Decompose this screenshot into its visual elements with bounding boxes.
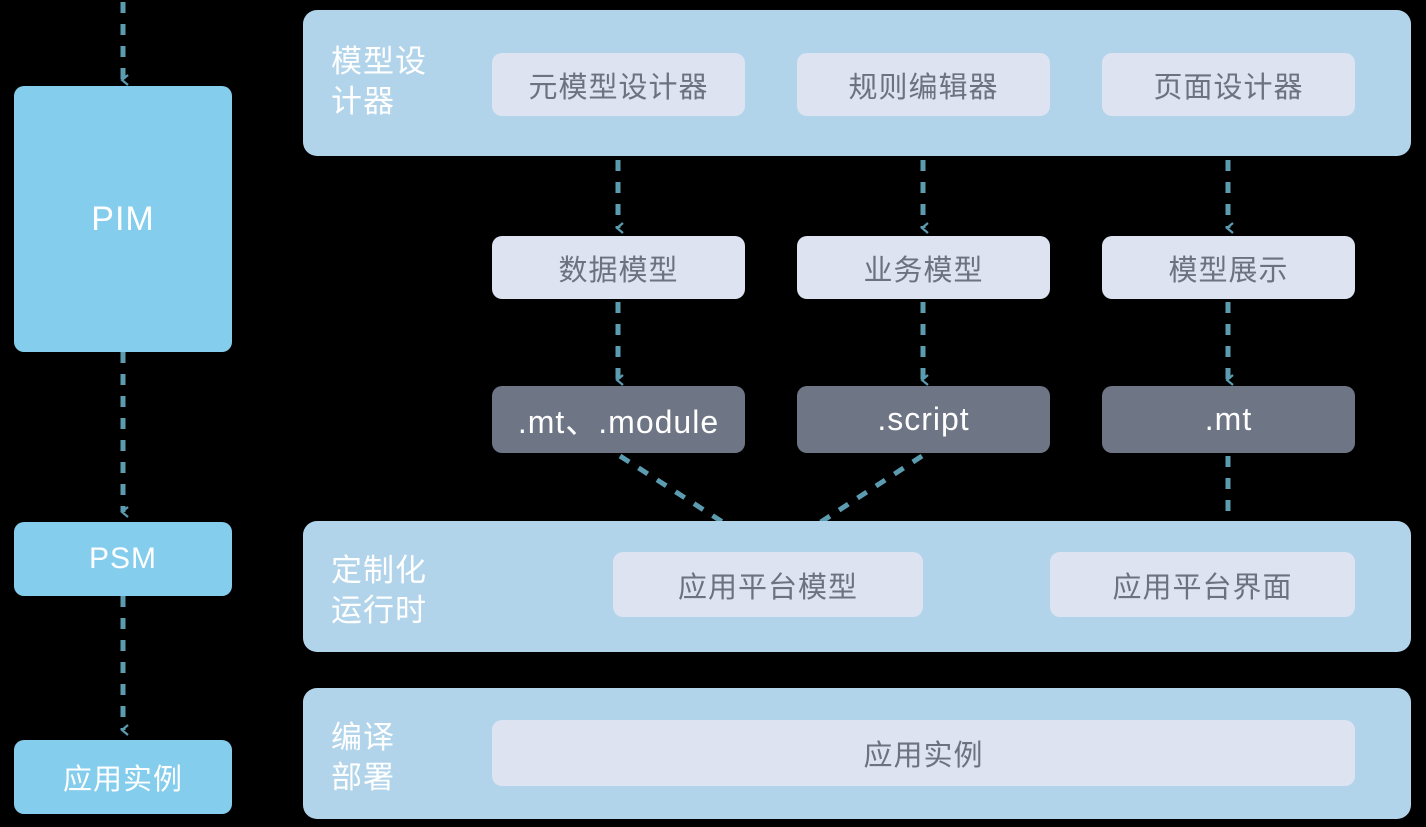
chip-model-display[interactable]: 模型展示 [1102, 236, 1355, 299]
chip-artifact-script-label: .script [877, 401, 970, 437]
chip-data-model-label: 数据模型 [558, 254, 679, 287]
chip-platform-ui-label: 应用平台界面 [1112, 571, 1293, 604]
band-model-designer-label: 模型设 计器 [331, 44, 427, 119]
chip-app-instance-deploy[interactable]: 应用实例 [492, 720, 1355, 786]
chip-data-model[interactable]: 数据模型 [492, 236, 745, 299]
pillar-psm[interactable]: PSM [14, 522, 232, 596]
chip-rule-editor[interactable]: 规则编辑器 [797, 53, 1050, 116]
chip-metamodel-designer[interactable]: 元模型设计器 [492, 53, 745, 116]
pillar-app-instance[interactable]: 应用实例 [14, 740, 232, 814]
chip-platform-ui[interactable]: 应用平台界面 [1050, 552, 1355, 617]
pillar-psm-label: PSM [88, 542, 157, 575]
band-custom-runtime-label: 定制化 运行时 [331, 553, 427, 628]
chip-platform-model[interactable]: 应用平台模型 [613, 552, 923, 617]
pillar-pim[interactable]: PIM [14, 86, 232, 352]
chip-artifact-mt-label: .mt [1204, 401, 1253, 437]
chip-artifact-mt-module-label: .mt、.module [517, 403, 720, 440]
chip-page-designer-label: 页面设计器 [1153, 71, 1304, 104]
pillar-app-instance-label: 应用实例 [62, 764, 183, 796]
pillar-pim-label: PIM [91, 199, 155, 238]
chip-platform-model-label: 应用平台模型 [677, 571, 858, 604]
band-compile-deploy-label: 编译 部署 [331, 720, 395, 795]
chip-rule-editor-label: 规则编辑器 [848, 71, 999, 104]
chip-artifact-script[interactable]: .script [797, 386, 1050, 453]
chip-metamodel-designer-label: 元模型设计器 [528, 71, 709, 104]
chip-model-display-label: 模型展示 [1168, 254, 1289, 287]
chip-business-model-label: 业务模型 [863, 254, 984, 287]
chip-artifact-mt[interactable]: .mt [1102, 386, 1355, 453]
chip-artifact-mt-module[interactable]: .mt、.module [492, 386, 745, 453]
chip-business-model[interactable]: 业务模型 [797, 236, 1050, 299]
chip-page-designer[interactable]: 页面设计器 [1102, 53, 1355, 116]
chip-app-instance-deploy-label: 应用实例 [863, 740, 984, 772]
